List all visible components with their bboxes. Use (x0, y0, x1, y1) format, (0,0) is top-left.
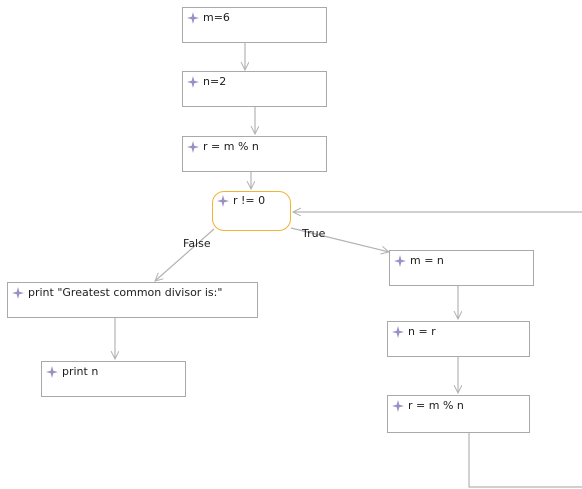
node-condition[interactable]: r != 0 (212, 191, 291, 231)
statement-icon (394, 254, 406, 267)
edge-false (155, 228, 215, 281)
edge-label-false: False (183, 237, 211, 250)
node-print-n[interactable]: print n (41, 361, 186, 397)
statement-icon (217, 194, 229, 207)
node-label: m=6 (203, 11, 230, 24)
edge-true (290, 227, 389, 252)
node-print-text[interactable]: print "Greatest common divisor is:" (7, 282, 258, 318)
node-label: print n (62, 365, 99, 378)
node-n-eq-r[interactable]: n = r (387, 321, 530, 357)
node-label: r = m % n (203, 140, 259, 153)
node-r-mod-2[interactable]: r = m % n (387, 395, 530, 433)
statement-icon (187, 140, 199, 153)
node-label: r = m % n (408, 399, 464, 412)
node-label: r != 0 (233, 194, 266, 207)
node-r-mod-1[interactable]: r = m % n (182, 136, 327, 172)
edge-loop-back (468, 433, 582, 488)
statement-icon (46, 365, 58, 378)
node-m-eq-n[interactable]: m = n (389, 250, 534, 286)
statement-icon (187, 11, 199, 24)
statement-icon (12, 286, 24, 299)
statement-icon (392, 399, 404, 412)
node-label: m = n (410, 254, 444, 267)
edge-label-true: True (302, 227, 326, 240)
statement-icon (392, 325, 404, 338)
node-label: print "Greatest common divisor is:" (28, 286, 223, 299)
statement-icon (187, 75, 199, 88)
node-label: n = r (408, 325, 436, 338)
node-label: n=2 (203, 75, 227, 88)
node-m-6[interactable]: m=6 (182, 7, 327, 43)
node-n-2[interactable]: n=2 (182, 71, 327, 107)
